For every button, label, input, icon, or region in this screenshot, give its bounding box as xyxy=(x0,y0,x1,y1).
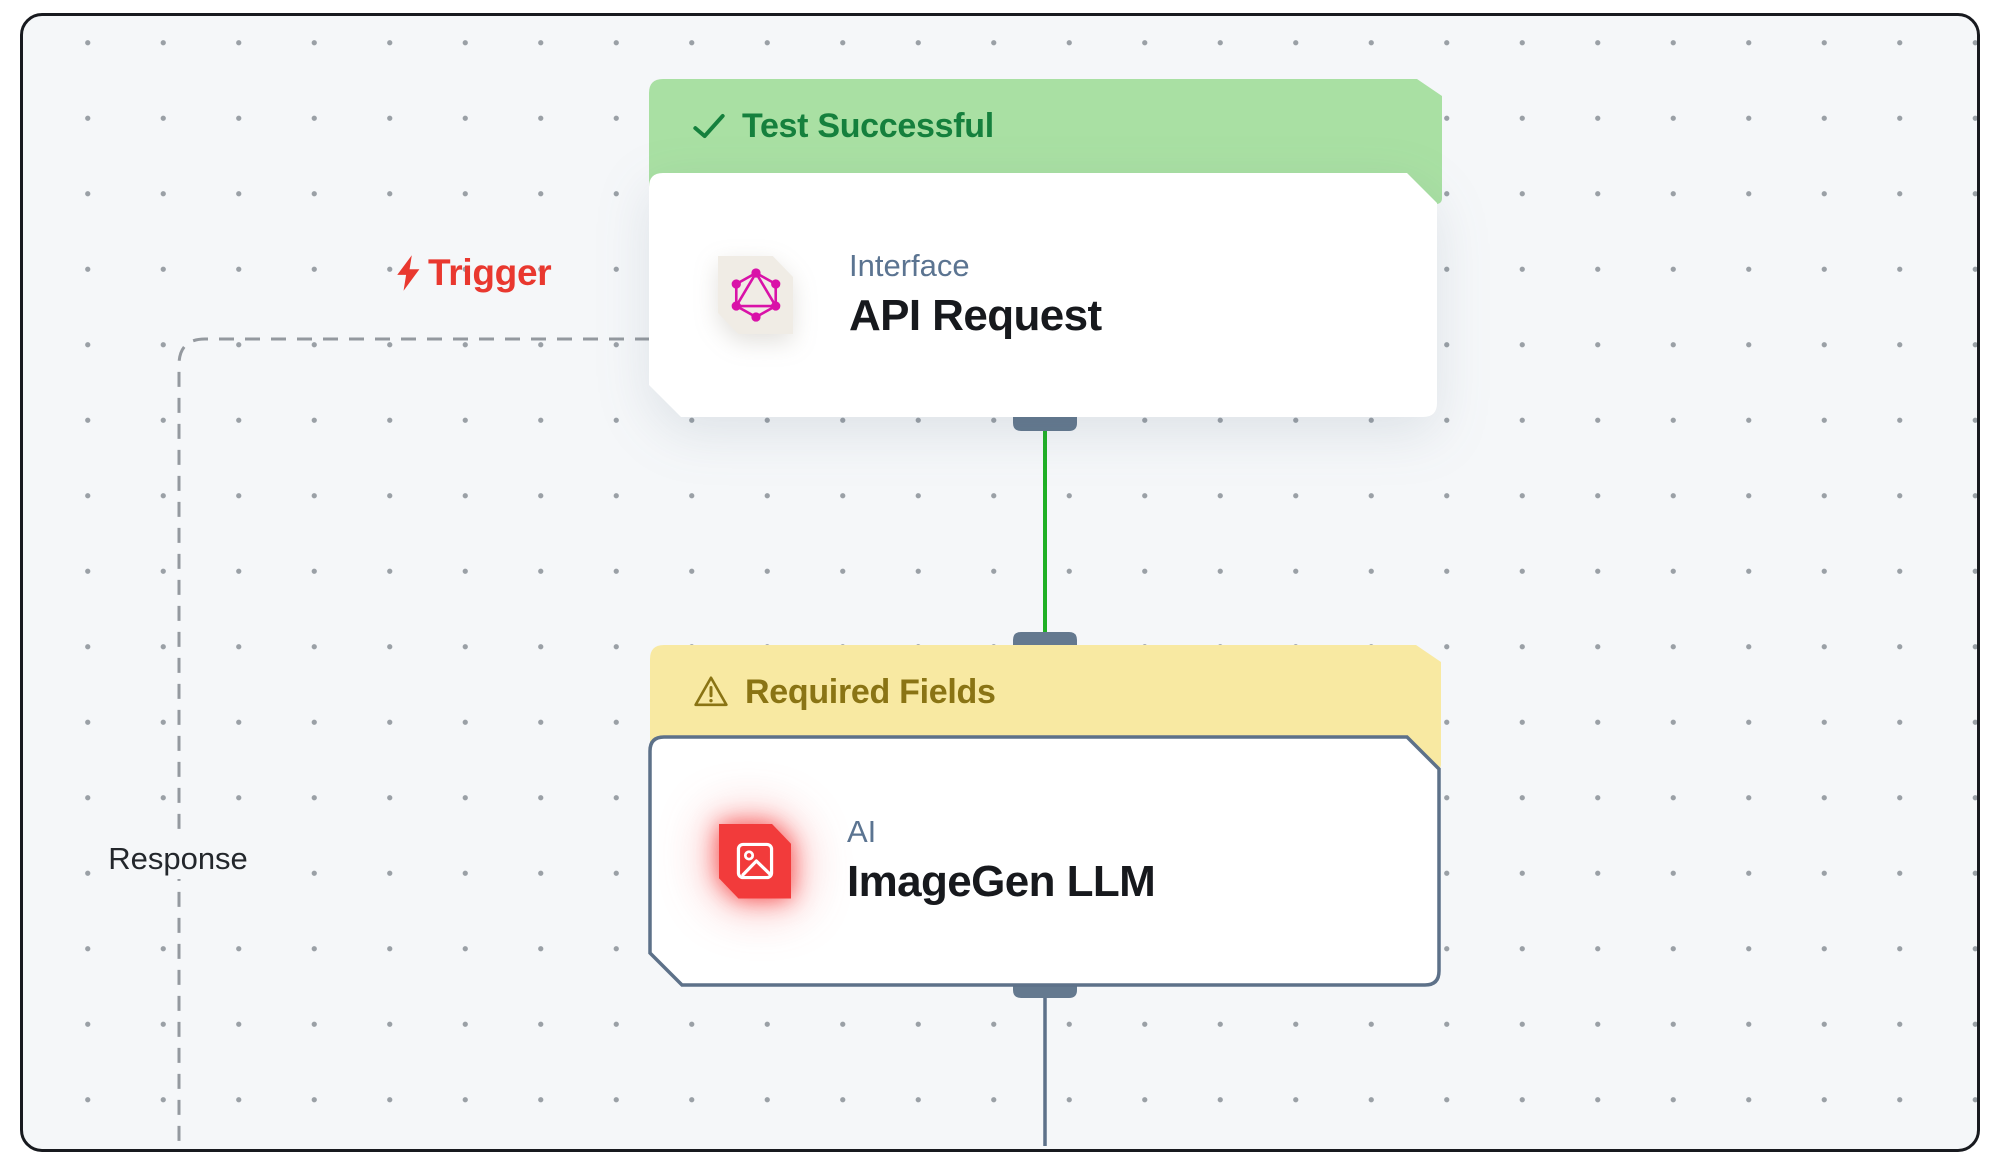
trigger-edge-label: Trigger xyxy=(392,252,552,294)
imagegen-icon-tile xyxy=(719,823,791,899)
imagegen-card-shape xyxy=(648,735,1441,987)
graphql-icon xyxy=(731,268,780,322)
lightning-icon xyxy=(397,255,420,291)
api-request-card-shape xyxy=(649,173,1437,417)
image-icon xyxy=(736,842,774,880)
node-title: API Request xyxy=(849,291,1102,341)
node-category: Interface xyxy=(849,248,970,284)
trigger-label-text: Trigger xyxy=(428,252,552,293)
response-edge-label: Response xyxy=(98,839,258,879)
status-text: Required Fields xyxy=(745,672,996,711)
api-request-status-banner-shape xyxy=(649,79,1442,204)
status-text: Test Successful xyxy=(742,106,994,145)
warning-icon xyxy=(694,676,728,707)
imagegen-status-banner[interactable]: Required Fields xyxy=(692,645,996,739)
api-request-icon-tile xyxy=(718,256,793,334)
node-imagegen-llm[interactable]: Required Fields AI ImageGen LLM xyxy=(648,645,1441,998)
node-api-request[interactable]: Test Successful xyxy=(649,79,1442,417)
node-title: ImageGen LLM xyxy=(847,857,1156,907)
node-category: AI xyxy=(847,814,877,850)
api-request-status-banner[interactable]: Test Successful xyxy=(691,79,994,173)
check-icon xyxy=(693,113,725,139)
